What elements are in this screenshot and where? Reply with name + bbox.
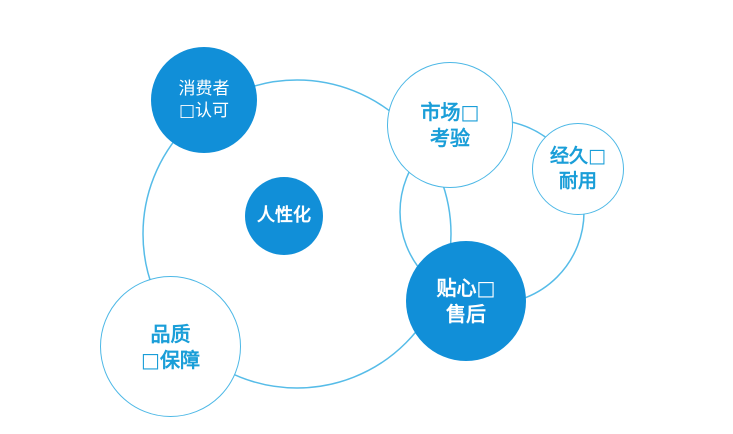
node-market-line1: 市场□ — [420, 100, 480, 124]
node-quality-line2: □保障 — [141, 347, 200, 372]
node-quality-assurance: 品质 □保障 — [100, 276, 241, 417]
node-market-line2: 考验 — [430, 126, 470, 150]
node-consumer-line1: 消费者 — [178, 78, 230, 99]
node-durable: 经久□ 耐用 — [532, 123, 624, 215]
node-quality-line1: 品质 — [150, 321, 191, 346]
large-ring — [142, 79, 452, 389]
node-durable-line1: 经久□ — [550, 145, 606, 168]
node-consumer-line2: □认可 — [178, 101, 230, 121]
node-after-sales: 贴心□ 售后 — [406, 241, 526, 361]
node-service-line2: 售后 — [446, 302, 486, 326]
node-service-line1: 贴心□ — [436, 276, 496, 300]
node-humanized: 人性化 — [245, 177, 323, 255]
node-humanized-line1: 人性化 — [257, 205, 311, 227]
node-consumer-recognition: 消费者 □认可 — [151, 47, 257, 153]
node-durable-line2: 耐用 — [558, 170, 597, 192]
node-market-test: 市场□ 考验 — [387, 62, 513, 188]
